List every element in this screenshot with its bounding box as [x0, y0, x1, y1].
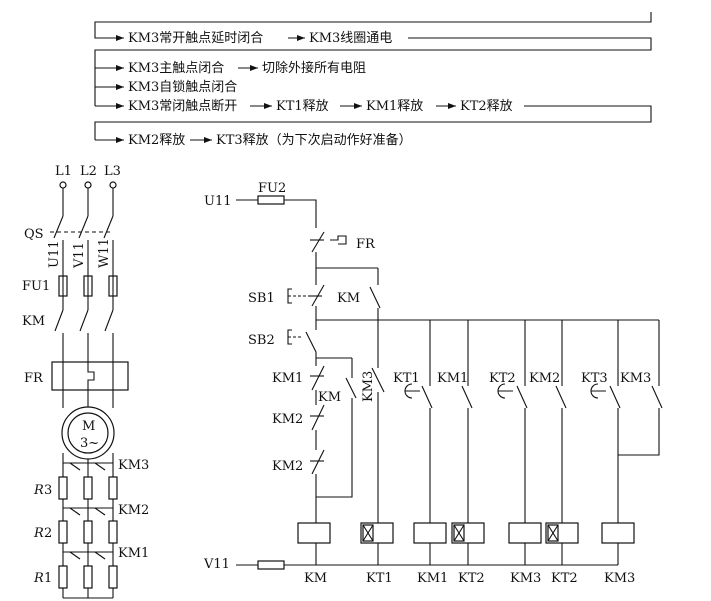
terminal-l1	[59, 181, 67, 189]
line-label-w11: W11	[97, 238, 112, 268]
fuse-bottom	[257, 560, 285, 570]
series-contact-label-km1: KM1	[272, 371, 303, 386]
button-label-sb1: SB1	[248, 291, 275, 306]
branch-contact-label-km3a: KM3	[361, 371, 376, 402]
resistor-num-r3: 3	[44, 483, 52, 498]
button-label-sb2: SB2	[248, 333, 275, 348]
branch-contact-label-kt2: KT2	[489, 371, 516, 386]
coil-km3a	[508, 522, 542, 544]
resistor-label-r2: R	[33, 526, 44, 541]
resistor-r3-a	[58, 476, 68, 500]
seq-km3-main-close: KM3主触点闭合	[128, 61, 224, 76]
motor-inner	[67, 412, 109, 454]
resistor-r3-b	[83, 476, 93, 500]
fuse-label-fu1: FU1	[22, 279, 50, 294]
switch-label-qs: QS	[24, 227, 44, 242]
overload-label-fr: FR	[24, 371, 44, 386]
rotor-contact-label-km3: KM3	[118, 458, 149, 473]
resistor-r1-a	[58, 565, 68, 589]
coil-label-kt1: KT1	[366, 571, 393, 586]
motor-label-m: M	[82, 419, 95, 434]
coil-label-km3a: KM3	[510, 571, 541, 586]
coil-label-km: KM	[304, 571, 327, 586]
coil-label-km3b: KM3	[604, 571, 635, 586]
rotor-contact-label-km2: KM2	[118, 503, 149, 518]
line-label-u11: U11	[47, 241, 62, 269]
resistor-num-r2: 2	[44, 526, 52, 541]
branch-contact-label-km2: KM2	[529, 371, 560, 386]
seq-km1-release: KM1释放	[366, 99, 423, 114]
terminal-l3	[109, 181, 117, 189]
resistor-num-r1: 1	[44, 571, 52, 586]
supply-label-v11: V11	[203, 557, 230, 572]
coil-km1	[413, 522, 447, 544]
phase-label-l2: L2	[80, 164, 97, 179]
main-circuit: L1 L2 L3 QS U11 V11 W11 FU1 KM	[22, 164, 149, 599]
sequence-flow: KM3常开触点延时闭合 KM3线圈通电 KM3主触点闭合 切除外接所有电阻 KM…	[94, 12, 652, 148]
motor-label-3phase: 3~	[80, 436, 99, 451]
resistor-r2-a	[58, 520, 68, 544]
coil-kt1	[360, 522, 394, 544]
branch-contact-label-kt1: KT1	[393, 371, 420, 386]
coil-km	[297, 522, 331, 544]
phase-label-l1: L1	[55, 164, 72, 179]
overload-relay-fr	[51, 361, 129, 391]
terminal-l2	[84, 181, 92, 189]
seq-kt1-release: KT1释放	[276, 99, 329, 114]
seq-km3-coil-energize: KM3线圈通电	[309, 31, 392, 46]
hold-contact-label-km: KM	[337, 291, 360, 306]
fuse-label-fu2: FU2	[258, 181, 286, 196]
coil-kt2a	[451, 522, 485, 544]
branch-contact-label-km1: KM1	[437, 371, 468, 386]
seq-kt3-release: KT3释放（为下次启动作好准备）	[216, 132, 412, 148]
seq-km3-nc-open: KM3常闭触点断开	[128, 99, 237, 114]
line-label-v11: V11	[72, 242, 87, 269]
branch-contact-label-kt3: KT3	[581, 371, 608, 386]
seq-kt2-release: KT2释放	[460, 99, 513, 114]
resistor-r2-b	[83, 520, 93, 544]
coil-kt2b	[545, 522, 579, 544]
fuse-fu2	[257, 195, 285, 205]
series-contact-label-km2b: KM2	[272, 459, 303, 474]
resistor-r1-c	[108, 565, 118, 589]
series-contact-label-km2a: KM2	[272, 412, 303, 427]
coil-label-kt2a: KT2	[458, 571, 485, 586]
seq-km2-release: KM2释放	[128, 133, 185, 148]
phase-label-l3: L3	[104, 164, 121, 179]
control-circuit: U11 FU2 FR SB1 KM SB2 KM1	[203, 181, 663, 586]
resistor-label-r1: R	[33, 571, 44, 586]
branch-contact-label-km3b: KM3	[620, 371, 651, 386]
rotor-contact-label-km1: KM1	[118, 546, 149, 561]
coil-label-km1: KM1	[417, 571, 448, 586]
seq-km3-delay-close: KM3常开触点延时闭合	[128, 31, 263, 46]
resistor-r2-c	[108, 520, 118, 544]
branch-contact-label-km: KM	[318, 390, 341, 405]
coil-label-kt2b: KT2	[551, 571, 578, 586]
supply-label-u11: U11	[204, 194, 232, 209]
contact-label-fr: FR	[356, 237, 376, 252]
contactor-label-km: KM	[22, 314, 45, 329]
resistor-r1-b	[83, 565, 93, 589]
seq-km3-selfhold-close: KM3自锁触点闭合	[128, 79, 237, 95]
resistor-label-r3: R	[33, 483, 44, 498]
coil-km3b	[601, 522, 635, 544]
seq-cut-resistors: 切除外接所有电阻	[262, 60, 366, 76]
resistor-r3-c	[108, 476, 118, 500]
